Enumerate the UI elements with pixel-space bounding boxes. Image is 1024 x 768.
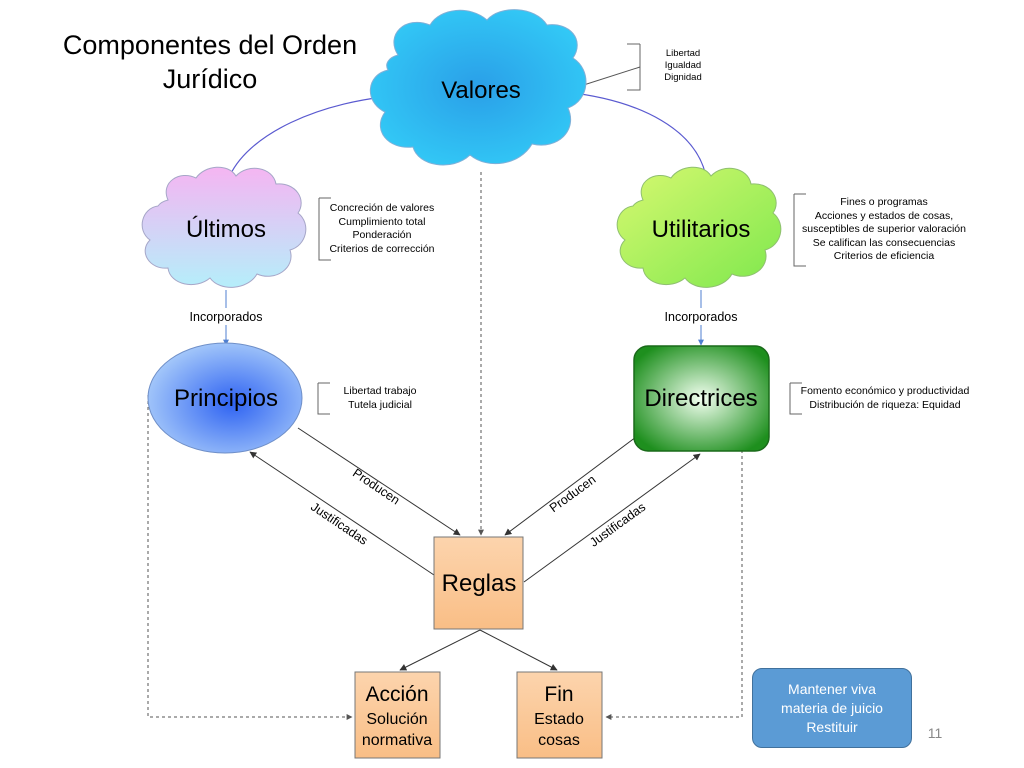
node-utilitarios-label: Utilitarios [652,216,751,243]
edge-label-justificadas-left: Justificadas [308,500,370,548]
annotation-valores-line: Igualdad [664,60,702,71]
callout-box: Mantener viva materia de juicio Restitui… [752,668,912,748]
annotation-valores: Libertad Igualdad Dignidad [643,48,723,84]
title-line-2: Jurídico [162,64,258,94]
arrow-reglas-directrices [523,453,701,583]
arrow-directrices-reglas [504,436,637,536]
node-accion-line-3: normativa [362,732,432,749]
node-valores-label: Valores [441,77,521,104]
cloud-ultimos [141,166,307,288]
node-fin-shape [516,671,603,759]
annotation-utilitarios-line: Criterios de eficiencia [833,250,935,262]
annotation-ultimos-line: Ponderación [352,229,412,241]
page-number: 11 [927,725,943,741]
cloud-utilitarios [616,166,782,288]
brackets [317,43,806,415]
node-fin-line-3: cosas [538,732,580,749]
bracket-ultimos [318,197,331,261]
dashed-principios-accion [147,395,353,720]
annotation-principios: Libertad trabajo Tutela judicial [322,385,438,412]
bracket-valores [627,43,641,91]
arrow-reglas-principios [249,451,435,576]
node-reglas-label: Reglas [442,570,517,597]
node-fin-line-2: Estado [534,711,584,728]
annotation-directrices: Fomento económico y productividad Distri… [792,385,978,412]
annotation-utilitarios-line: Fines o programas [840,196,928,208]
bracket-principios [317,382,330,415]
annotation-principios-line: Tutela judicial [348,398,412,411]
annotation-directrices-line: Fomento económico y productividad [800,385,970,397]
annotation-ultimos-line: Concreción de valores [329,202,435,214]
node-principios-label: Principios [174,385,278,412]
edge-label-justificadas-right: Justificadas [587,500,648,550]
annotation-utilitarios-line: Acciones y estados de cosas, [814,209,954,222]
callout-line: Restituir [806,718,858,735]
node-accion-shape [354,671,441,759]
callout-line: Mantener viva [788,680,876,697]
annotation-valores-line: Libertad [665,48,701,59]
title-line-1: Componentes del Orden [62,30,358,60]
annotation-utilitarios: Fines o programas Acciones y estados de … [794,196,974,264]
annotation-ultimos: Concreción de valores Cumplimiento total… [321,202,443,256]
cloud-valores [369,9,587,166]
arc-valores-utilitarios [564,91,711,183]
node-accion-line-2: Solución [366,711,427,728]
arrow-principios-reglas [297,427,461,536]
node-ultimos-label: Últimos [186,216,266,243]
edge-label-incorporados-left: Incorporados [190,310,263,324]
bracket-utilitarios [793,193,806,267]
node-reglas-shape [433,536,524,630]
node-directrices-label: Directrices [644,385,757,412]
arrow-reglas-fin [479,629,558,671]
node-fin-title: Fin [544,683,573,706]
edge-label-incorporados-right: Incorporados [665,310,738,324]
dashed-directrices-fin [605,438,743,720]
node-principios-shape [147,342,303,454]
edge-label-producen-left: Producen [350,466,402,508]
arrow-reglas-accion [399,629,481,671]
annotation-utilitarios-line: Se califican las consecuencias [812,236,956,249]
node-directrices-shape [633,345,770,452]
callout-line: materia de juicio [781,699,883,716]
annotation-valores-line: Dignidad [664,72,702,83]
node-accion-title: Acción [365,683,428,706]
bracket-directrices [789,382,802,415]
page-title: Componentes del Orden Jurídico [40,28,380,96]
annotation-ultimos-line: Criterios de corrección [329,242,435,255]
annotation-ultimos-line: Cumplimiento total [338,215,426,228]
edge-label-producen-right: Producen [547,472,599,515]
annotation-utilitarios-line: susceptibles de superior valoración [801,223,966,235]
annotation-directrices-line: Distribución de riqueza: Equidad [809,398,961,411]
annotation-principios-line: Libertad trabajo [343,385,417,397]
